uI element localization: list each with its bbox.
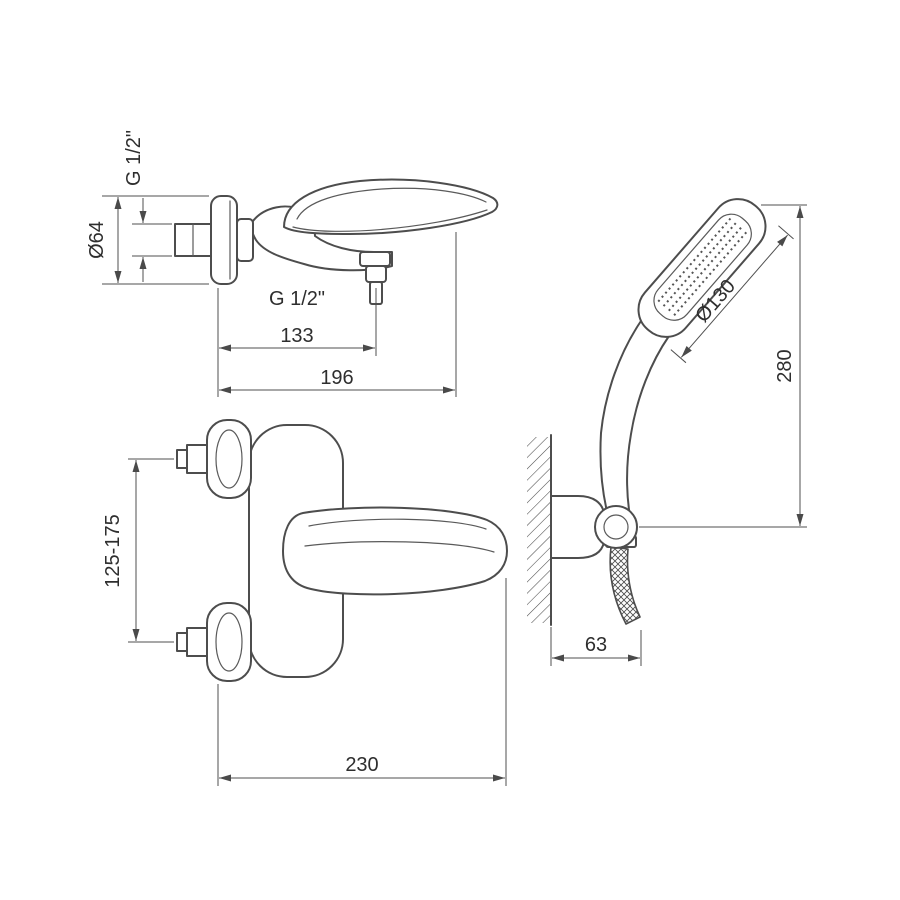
escutcheon-top-inner: [215, 429, 243, 489]
inlet-stub-bottom-front: [176, 632, 188, 652]
diverter-body: [359, 251, 391, 267]
wall-hatch: [527, 437, 551, 623]
lever-top-line: [308, 518, 487, 530]
spout-lip-line: [292, 209, 488, 232]
front-view: [176, 419, 508, 682]
shower-wand-handle: [599, 320, 670, 532]
wall-escutcheon-side: [210, 195, 238, 285]
shower-hose: [609, 546, 641, 625]
shower-view: Ø130: [527, 198, 794, 626]
label-280: 280: [774, 349, 796, 382]
side-view: [174, 178, 499, 305]
label-125-175: 125-175: [102, 514, 124, 587]
side-view-dimensions: G 1/2" Ø64 G 1/2" 133 196: [86, 130, 457, 397]
inlet-nut-top-front: [186, 444, 208, 474]
spout-top-edge-line: [296, 187, 487, 220]
label-133: 133: [280, 325, 313, 347]
holder-ring-outer: [594, 505, 638, 549]
holder-ring-inner: [603, 514, 629, 540]
label-dia64: Ø64: [86, 221, 108, 259]
ext-head-upper-end: [778, 225, 794, 240]
lever-crease-line: [304, 541, 495, 553]
label-thread-top: G 1/2": [123, 130, 145, 186]
diverter-nut: [365, 265, 387, 283]
label-63: 63: [585, 634, 607, 656]
label-230: 230: [345, 754, 378, 776]
label-thread-spout: G 1/2": [269, 288, 325, 310]
label-196: 196: [320, 367, 353, 389]
inlet-stub-top-front: [176, 449, 188, 469]
escutcheon-top-front: [206, 419, 252, 499]
inlet-nut-bottom-front: [186, 627, 208, 657]
ext-head-lower-end: [670, 349, 687, 364]
front-view-dimensions: 125-175 230: [102, 458, 507, 786]
lever-handle: [282, 506, 508, 596]
dim-line-dia130: [680, 234, 788, 358]
escutcheon-bottom-inner: [215, 612, 243, 672]
shower-head: [637, 198, 767, 338]
escutcheon-bottom-front: [206, 602, 252, 682]
shower-view-dimensions: 280 63: [550, 204, 807, 666]
spout-side: [283, 178, 499, 235]
adapter-ring-side: [236, 218, 254, 262]
